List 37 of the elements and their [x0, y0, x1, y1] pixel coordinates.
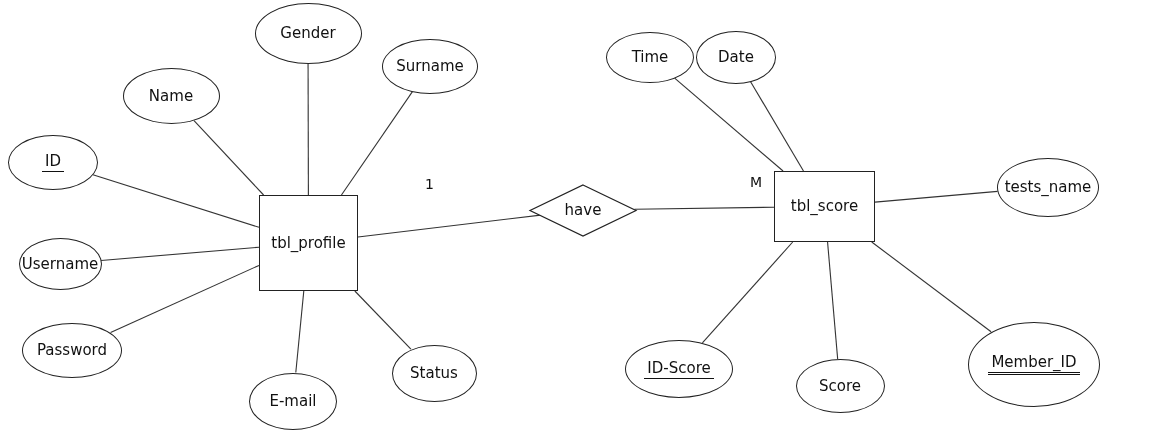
connector-line	[295, 290, 305, 374]
attribute-name: Password	[35, 340, 109, 360]
entity-box	[259, 195, 358, 291]
connector-line	[110, 264, 260, 334]
connector-line	[100, 246, 260, 262]
entity-name: tbl_profile	[270, 233, 347, 253]
connector-line	[701, 241, 794, 344]
attribute-name: Gender	[279, 23, 337, 43]
cardinality-label: 1	[425, 176, 434, 192]
attribute-name: E-mail	[268, 391, 318, 411]
attribute-name: Date	[717, 47, 755, 67]
attribute-name: Status	[409, 363, 459, 383]
connector-line	[874, 190, 999, 203]
connector-line	[871, 241, 992, 333]
attribute-name: Username	[20, 254, 100, 274]
attribute-name: Surname	[395, 56, 465, 76]
attribute-name: Score	[818, 376, 862, 396]
connector-line	[750, 81, 805, 172]
relationship-name: have	[563, 200, 603, 220]
attribute-name: Member_ID	[988, 353, 1080, 375]
connector-line	[354, 290, 412, 350]
entity-box	[774, 171, 875, 242]
connector-line	[340, 91, 413, 196]
attribute-name: ID	[42, 152, 64, 172]
attribute-name: tests_name	[1003, 177, 1093, 197]
attribute-name: Name	[147, 86, 195, 106]
relationship-diamond	[530, 184, 636, 236]
attribute-name: ID-Score	[644, 359, 714, 379]
connector-line	[193, 120, 265, 196]
cardinality-label: M	[750, 174, 763, 190]
entity-name: tbl_score	[789, 197, 860, 216]
attribute-name: Time	[630, 47, 670, 67]
connector-line	[674, 77, 784, 172]
connector-line	[307, 62, 309, 196]
connector-line	[633, 206, 775, 210]
connector-line	[92, 174, 260, 228]
connector-line	[827, 241, 839, 360]
